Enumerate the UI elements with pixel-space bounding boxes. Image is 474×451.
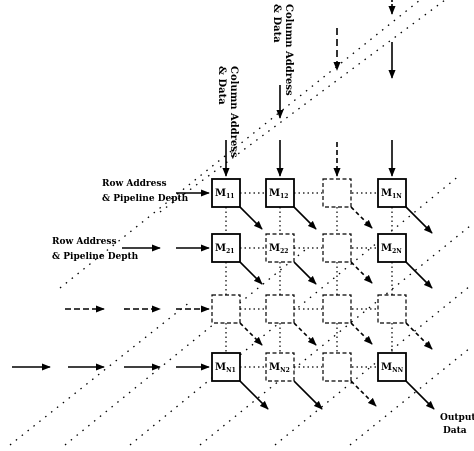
cell-mnn-label: MNN (381, 362, 404, 374)
output-arrows (239, 206, 435, 410)
cell-m11-label: M11 (215, 188, 234, 200)
cell-mn3 (322, 352, 352, 382)
cell-m3n-box (377, 294, 407, 324)
column-label-1-line1: Column Address (228, 66, 239, 158)
grid-connections (225, 192, 393, 368)
processing-element-grid: M11 M12 M1N M21 M22 M2N MN1 MN2 MNN (211, 178, 407, 382)
cell-m23 (322, 233, 352, 263)
cell-mn1-box (211, 352, 241, 382)
cell-m31-box (211, 294, 241, 324)
cell-m11-box (211, 178, 241, 208)
cell-m13 (322, 178, 352, 208)
row-input-arrows (12, 189, 210, 371)
cell-m3n (377, 294, 407, 324)
row-label-2-line2: & Pipeline Depth (52, 252, 139, 262)
cell-m21: M21 (211, 233, 241, 263)
cell-m12: M12 (265, 178, 295, 208)
cell-m22-label: M22 (269, 243, 288, 255)
cell-mn2-box (265, 352, 295, 382)
column-label-1-line2: & Data (216, 66, 227, 105)
cell-m2n: M2N (377, 233, 407, 263)
cell-mn2: MN2 (265, 352, 295, 382)
row-label-2-line1: Row Address (52, 237, 117, 247)
cell-m12-label: M12 (269, 188, 288, 200)
diagonal-line-4 (199, 225, 471, 446)
diagonal-line-1 (9, 301, 191, 446)
cell-m12-box (265, 178, 295, 208)
diagonal-line-3 (129, 174, 461, 446)
cell-m1n: M1N (377, 178, 407, 208)
cell-mn2-label: MN2 (269, 362, 290, 374)
cell-mn1: MN1 (211, 352, 241, 382)
cell-mnn-box (377, 352, 407, 382)
cell-m22: M22 (265, 233, 295, 263)
cell-m2n-box (377, 233, 407, 263)
row-label-1-line2: & Pipeline Depth (102, 194, 189, 204)
column-label-2-line1: Column Address (283, 4, 294, 96)
cell-m31 (211, 294, 241, 324)
pipeline-diagonals (9, 0, 471, 446)
cell-mn1-label: MN1 (215, 362, 236, 374)
cell-m1n-label: M1N (381, 188, 402, 200)
cell-m13-box (322, 178, 352, 208)
diagonal-line-6 (349, 347, 471, 446)
column-label-2-line2: & Data (271, 4, 282, 43)
cell-m11: M11 (211, 178, 241, 208)
cell-m32 (265, 294, 295, 324)
output-label-line1: Output (440, 413, 474, 423)
cell-m32-box (265, 294, 295, 324)
cell-mnn: MNN (377, 352, 407, 382)
cell-m22-box (265, 233, 295, 263)
cell-m33 (322, 294, 352, 324)
cell-m2n-label: M2N (381, 243, 402, 255)
cell-m21-box (211, 233, 241, 263)
diagonal-line-2 (64, 249, 306, 446)
column-input-arrows (222, 0, 396, 177)
output-label-line2: Data (443, 426, 467, 436)
cell-m33-box (322, 294, 352, 324)
cell-m23-box (322, 233, 352, 263)
cell-mn3-box (322, 352, 352, 382)
row-label-1-line1: Row Address (102, 179, 167, 189)
cell-m21-label: M21 (215, 243, 234, 255)
cell-m1n-box (377, 178, 407, 208)
